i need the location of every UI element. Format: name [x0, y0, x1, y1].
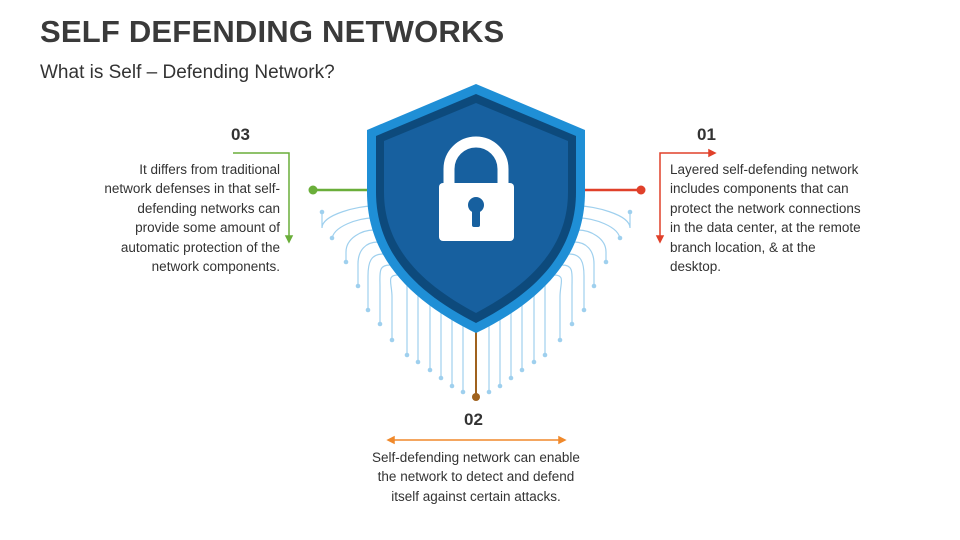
circuit-node	[497, 383, 503, 389]
circuit-trace	[367, 253, 384, 310]
item-03-text: It differs from traditional network defe…	[104, 162, 280, 275]
circuit-trace	[321, 205, 373, 229]
circuit-node	[389, 337, 395, 343]
circuit-node	[449, 383, 455, 389]
circuit-node	[365, 307, 371, 313]
padlock-icon	[439, 136, 514, 241]
page-subtitle: What is Self – Defending Network?	[40, 62, 335, 83]
circuit-node	[531, 359, 537, 365]
circuit-node	[508, 375, 514, 381]
circuit-trace	[579, 217, 621, 241]
circuit-trace	[331, 217, 373, 241]
bracket-03	[233, 152, 294, 244]
circuit-trace	[573, 241, 595, 286]
circuit-trace	[579, 205, 631, 229]
circuit-node	[404, 352, 410, 358]
page-title: SELF DEFENDING NETWORKS	[40, 14, 505, 49]
circuit-node	[627, 209, 633, 215]
circuit-trace	[357, 241, 379, 286]
bracket-01	[655, 148, 717, 244]
item-03-number: 03	[231, 125, 250, 144]
item-02-text: Self-defending network can enable the ne…	[372, 450, 580, 504]
circuit-node	[438, 375, 444, 381]
circuit-node	[581, 307, 587, 313]
circuit-trace	[553, 274, 563, 340]
circuit-trace	[379, 264, 391, 324]
circuit-node	[557, 337, 563, 343]
circuit-trace	[345, 229, 375, 262]
bracket-02	[386, 435, 567, 445]
item-02-number: 02	[464, 410, 483, 429]
item-01-number: 01	[697, 125, 716, 144]
circuit-node	[343, 259, 349, 265]
circuit-node	[569, 321, 575, 327]
circuit-node	[377, 321, 383, 327]
circuit-node	[460, 389, 466, 395]
circuit-node	[355, 283, 361, 289]
connector-03	[308, 185, 372, 195]
circuit-node	[427, 367, 433, 373]
connector-01	[582, 185, 646, 195]
connector-02	[472, 330, 480, 401]
circuit-trace	[561, 264, 573, 324]
circuit-trace	[389, 274, 399, 340]
circuit-node	[415, 359, 421, 365]
circuit-trace	[568, 253, 585, 310]
circuit-node	[486, 389, 492, 395]
circuit-node	[519, 367, 525, 373]
circuit-node	[542, 352, 548, 358]
circuit-node	[319, 209, 325, 215]
item-01-text: Layered self-defending network includes …	[670, 162, 861, 275]
circuit-node	[617, 235, 623, 241]
circuit-node	[603, 259, 609, 265]
circuit-trace	[577, 229, 607, 262]
circuit-node	[591, 283, 597, 289]
circuit-node	[329, 235, 335, 241]
